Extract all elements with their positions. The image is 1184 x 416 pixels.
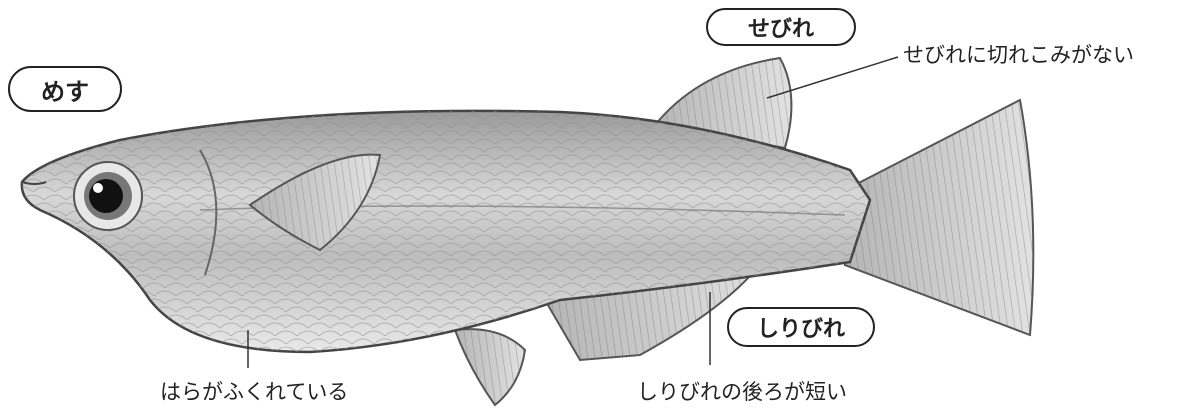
anal-caption: しりびれの後ろが短い [637, 376, 847, 406]
anal-fin-label: しりびれ [727, 307, 875, 347]
eye [74, 162, 142, 230]
dorsal-caption: せびれに切れこみがない [903, 39, 1134, 69]
female-label: めす [8, 66, 122, 112]
dorsal-fin-label: せびれ [706, 8, 856, 46]
belly-caption: はらがふくれている [160, 376, 348, 406]
